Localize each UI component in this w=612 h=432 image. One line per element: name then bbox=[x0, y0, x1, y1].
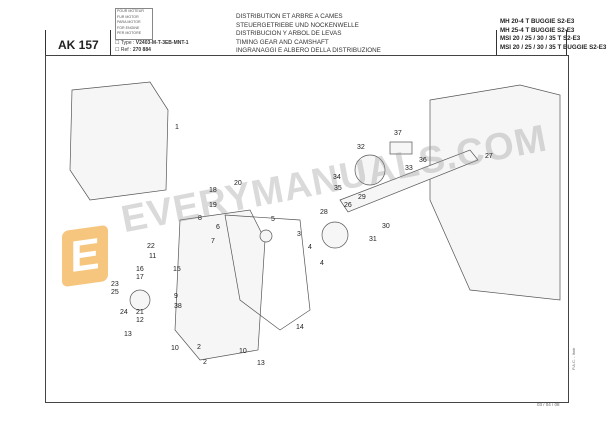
engine-block-part bbox=[429, 84, 561, 301]
type-label: Type bbox=[120, 40, 132, 46]
part-callout: 17 bbox=[136, 274, 144, 281]
side-note: P.A.C. - Ihnb bbox=[571, 347, 576, 370]
part-callout: 4 bbox=[308, 244, 312, 251]
part-callout: 26 bbox=[344, 202, 352, 209]
ref-value: 270 884 bbox=[132, 47, 151, 53]
part-callout: 29 bbox=[358, 194, 366, 201]
part-callout: 10 bbox=[171, 345, 179, 352]
part-callout: 13 bbox=[257, 360, 265, 367]
part-callout: 2 bbox=[203, 359, 207, 366]
part-callout: 21 bbox=[136, 309, 144, 316]
part-callout: 11 bbox=[149, 253, 157, 260]
part-callout: 32 bbox=[357, 144, 365, 151]
page-code: AK 157 bbox=[58, 38, 99, 52]
part-callout: 6 bbox=[216, 224, 220, 231]
part-callout: 18 bbox=[209, 187, 217, 194]
title-es: DISTRIBUCION Y ARBOL DE LEVAS bbox=[236, 30, 342, 38]
idler-gear-part bbox=[321, 221, 349, 249]
gear-case-part bbox=[174, 209, 266, 361]
page-titles: DISTRIBUTION ET ARBRE A CAMES STEUERGETR… bbox=[236, 13, 381, 56]
part-callout: 16 bbox=[136, 266, 144, 273]
header-divider bbox=[110, 30, 111, 56]
cam-gear-part bbox=[354, 154, 386, 186]
part-callout: 12 bbox=[136, 317, 144, 324]
title-en: TIMING GEAR AND CAMSHAFT bbox=[236, 38, 329, 46]
motor-box: POUR MOTEUR FUR MOTOR PARA MOTOR FOR ENG… bbox=[115, 8, 153, 40]
motor-box-line: FUR MOTOR bbox=[117, 14, 139, 19]
part-callout: 22 bbox=[147, 243, 155, 250]
part-callout: 13 bbox=[124, 331, 132, 338]
watermark-logo: E bbox=[62, 224, 108, 288]
ref-label: Ref bbox=[120, 47, 129, 53]
part-callout: 1 bbox=[175, 124, 179, 131]
part-callout: 37 bbox=[394, 130, 402, 137]
part-callout: 34 bbox=[333, 174, 341, 181]
part-callout: 5 bbox=[271, 216, 275, 223]
part-callout: 36 bbox=[419, 157, 427, 164]
part-callout: 27 bbox=[485, 153, 493, 160]
part-callout: 19 bbox=[209, 202, 217, 209]
part-callout: 38 bbox=[174, 303, 182, 310]
part-callout: 15 bbox=[173, 266, 181, 273]
header-divider bbox=[45, 30, 46, 56]
model-item: MSI 20 / 25 / 30 / 35 T BUGGIE S2-E3 bbox=[500, 43, 607, 51]
part-callout: 33 bbox=[405, 165, 413, 172]
part-callout: 30 bbox=[382, 223, 390, 230]
part-callout: 20 bbox=[234, 180, 242, 187]
type-line: ☐ Type : V2403-M-T-3EB-MNT-1 bbox=[115, 40, 189, 46]
model-list: MH 20-4 T BUGGIE S2-E3 MH 25-4 T BUGGIE … bbox=[500, 18, 606, 52]
motor-box-line: FOR ENGINE bbox=[117, 25, 140, 30]
title-it: INGRANAGGI E ALBERO DELLA DISTRIBUZIONE bbox=[236, 47, 381, 55]
part-callout: 24 bbox=[120, 309, 128, 316]
seal-part bbox=[259, 229, 273, 243]
model-item: MH 20-4 T BUGGIE S2-E3 bbox=[500, 18, 575, 25]
plate-part bbox=[389, 141, 413, 155]
part-callout: 14 bbox=[296, 324, 304, 331]
part-callout: 10 bbox=[239, 348, 247, 355]
motor-box-line: PER MOTORE bbox=[117, 31, 142, 36]
part-callout: 9 bbox=[174, 293, 178, 300]
part-callout: 23 bbox=[111, 281, 119, 288]
gasket-part bbox=[224, 214, 311, 331]
part-callout: 7 bbox=[211, 238, 215, 245]
part-callout: 2 bbox=[197, 344, 201, 351]
page-date: 03 / 04 / 08 bbox=[537, 402, 560, 407]
pump-part bbox=[129, 289, 151, 311]
model-item: MSI 20 / 25 / 30 / 35 T S2-E3 bbox=[500, 35, 581, 43]
motor-box-line: POUR MOTEUR bbox=[117, 9, 144, 13]
part-callout: 28 bbox=[320, 209, 328, 216]
camshaft-part bbox=[339, 149, 479, 213]
part-callout: 35 bbox=[334, 185, 342, 192]
part-callout: 4 bbox=[320, 260, 324, 267]
part-callout: 25 bbox=[111, 289, 119, 296]
header-divider bbox=[566, 30, 567, 56]
title-de: STEUERGETRIEBE UND NOCKENWELLE bbox=[236, 21, 359, 29]
part-callout: 31 bbox=[369, 236, 377, 243]
model-item: MH 25-4 T BUGGIE S2-E3 bbox=[500, 26, 575, 34]
header-divider bbox=[496, 30, 497, 56]
part-callout: 3 bbox=[297, 231, 301, 238]
title-fr: DISTRIBUTION ET ARBRE A CAMES bbox=[236, 13, 343, 20]
ref-line: ☐ Ref : 270 884 bbox=[115, 47, 151, 53]
timing-cover-part bbox=[69, 81, 169, 201]
diagram-frame bbox=[45, 55, 569, 403]
motor-box-line: PARA MOTOR bbox=[117, 20, 141, 25]
type-value: V2403-M-T-3EB-MNT-1 bbox=[135, 40, 189, 46]
part-callout: 8 bbox=[198, 215, 202, 222]
